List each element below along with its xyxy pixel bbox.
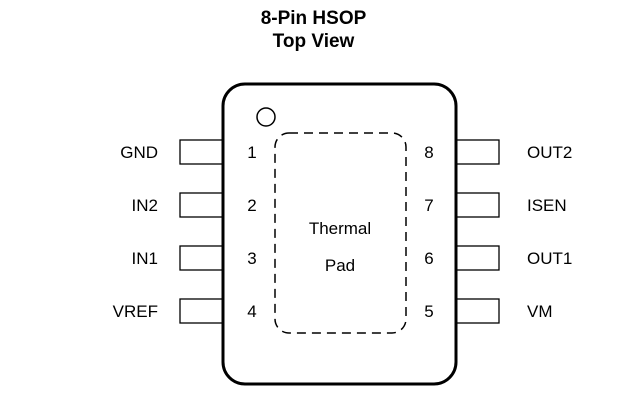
pin-1-lead: [179, 139, 225, 165]
pin-1-name: GND: [120, 143, 158, 162]
diagram-subtitle: Top View: [272, 31, 355, 52]
package-body: [221, 82, 458, 386]
pin-3-name: IN1: [132, 249, 158, 268]
pin-4-name: VREF: [113, 302, 158, 321]
pin-8-number: 8: [424, 143, 433, 162]
pin-8-lead: [454, 139, 500, 165]
thermal-pad-label-line-1: Thermal: [309, 219, 371, 238]
pin-5-lead: [454, 298, 500, 324]
pin-5-number: 5: [424, 302, 433, 321]
pin-6-lead: [454, 245, 500, 271]
pin-6-number: 6: [424, 249, 433, 268]
pin-7-name: ISEN: [527, 196, 567, 215]
pin-8-name: OUT2: [527, 143, 572, 162]
pin-4-number: 4: [247, 302, 256, 321]
pin-3-number: 3: [247, 249, 256, 268]
pin-3-lead: [179, 245, 225, 271]
diagram-title: 8-Pin HSOP: [260, 8, 367, 29]
pin-7-lead: [454, 192, 500, 218]
pin-2-name: IN2: [132, 196, 158, 215]
pin-6-name: OUT1: [527, 249, 572, 268]
pin-1-indicator: [256, 107, 276, 127]
thermal-pad-outline: [274, 132, 407, 334]
pin-2-number: 2: [247, 196, 256, 215]
thermal-pad-label-line-2: Pad: [325, 256, 355, 275]
pin-5-name: VM: [527, 302, 553, 321]
pin-2-lead: [179, 192, 225, 218]
pin-7-number: 7: [424, 196, 433, 215]
pin-1-number: 1: [247, 143, 256, 162]
pin-4-lead: [179, 298, 225, 324]
